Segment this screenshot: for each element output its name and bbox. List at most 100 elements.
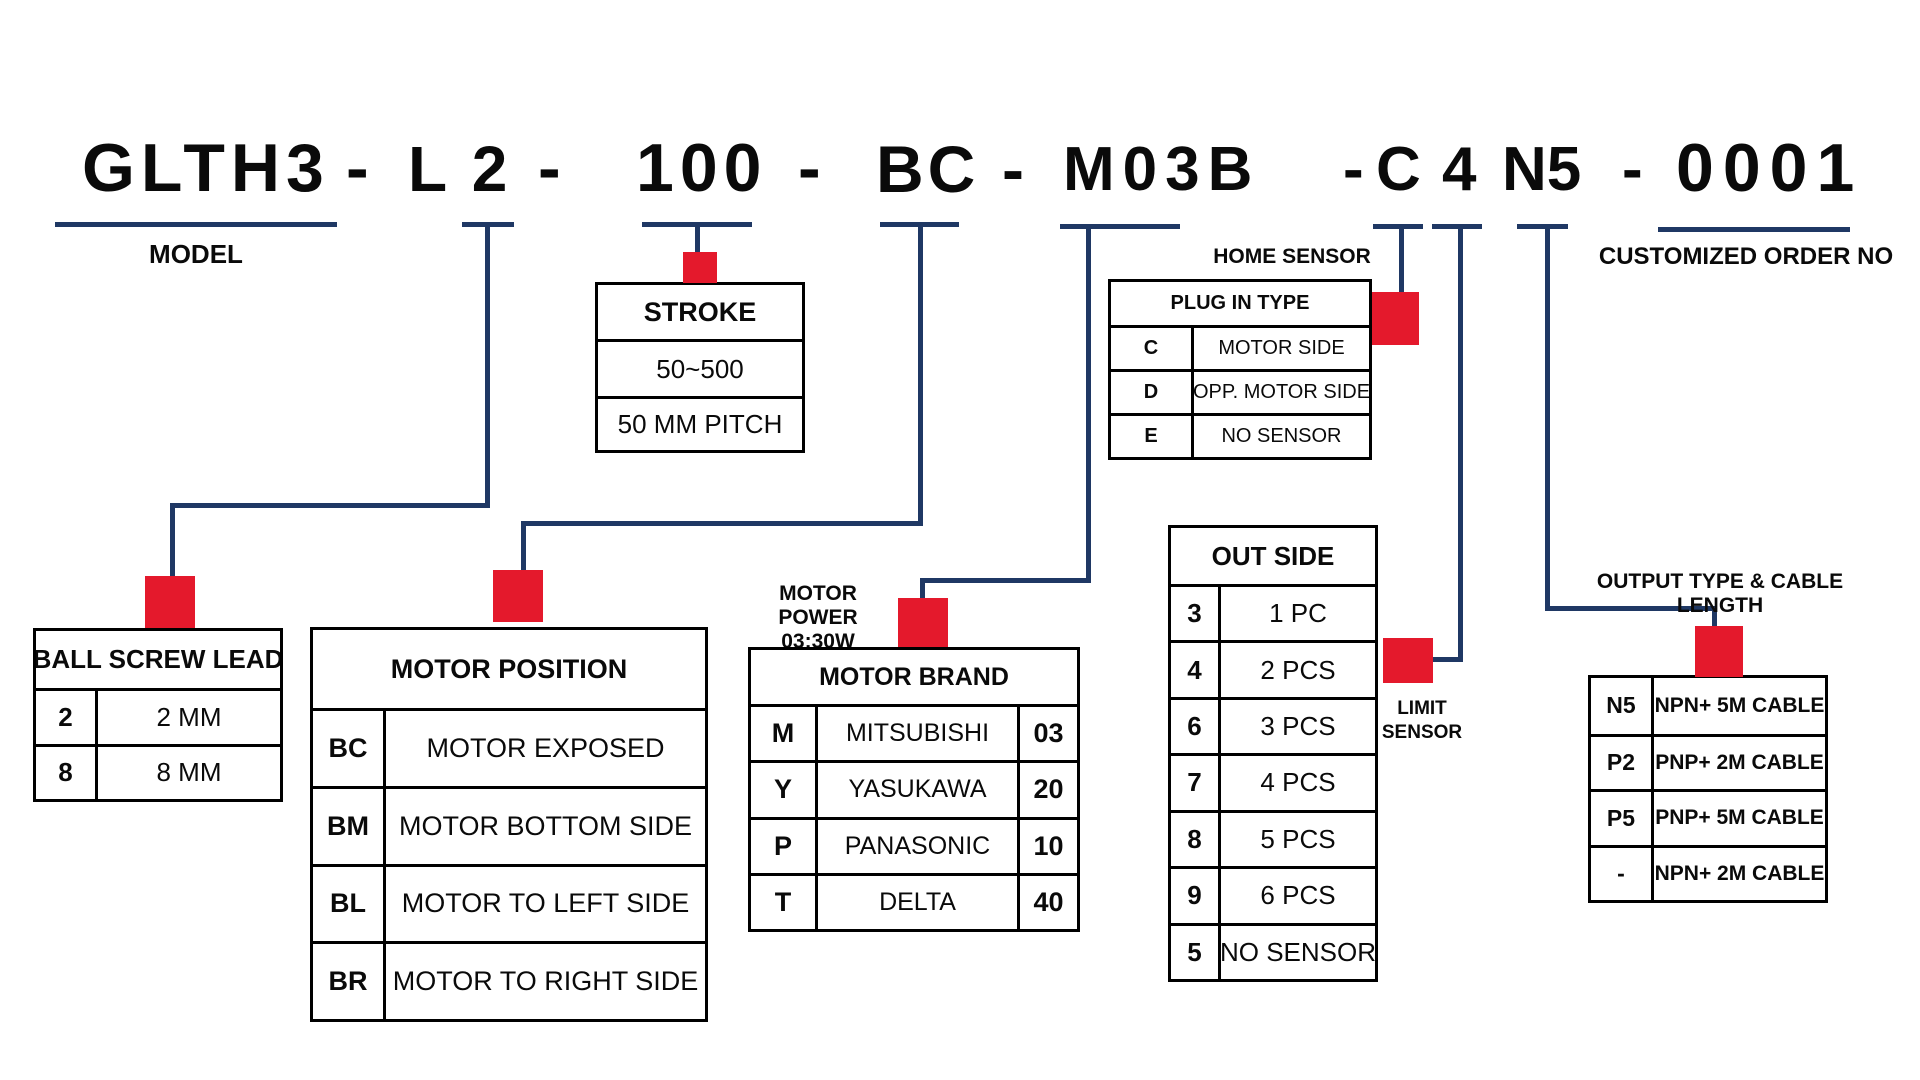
- row-desc: 2 PCS: [1218, 640, 1375, 697]
- output-cable-table: N5 NPN+ 5M CABLE P2 PNP+ 2M CABLE P5 PNP…: [1588, 675, 1828, 903]
- row-code: BL: [313, 863, 383, 942]
- row-desc: 5 PCS: [1218, 809, 1375, 867]
- code-part-stroke: 100: [636, 130, 768, 206]
- home-sensor-line: [1399, 224, 1404, 294]
- row-code: 9: [1171, 866, 1218, 922]
- row-desc: NO SENSOR: [1218, 922, 1375, 979]
- code-part-output: N5: [1502, 135, 1582, 204]
- row-power: 03: [1017, 704, 1077, 761]
- motor-power-label: MOTOR POWER 03:30W: [740, 582, 896, 654]
- plug-in-type-table: PLUG IN TYPE C MOTOR SIDE D OPP. MOTOR S…: [1108, 279, 1372, 460]
- ball-screw-lead-header: BALL SCREW LEAD: [36, 644, 280, 674]
- out-side-table: OUT SIDE 3 1 PC 4 2 PCS 6 3 PCS 7 4 PCS …: [1168, 525, 1378, 982]
- row-code: 4: [1171, 640, 1218, 696]
- row-code: BM: [313, 785, 383, 864]
- row-code: N5: [1606, 692, 1636, 719]
- row-code: 6: [1171, 696, 1218, 753]
- lead-marker: [145, 576, 195, 628]
- limit-line-horizontal: [1432, 657, 1462, 662]
- code-dash: -: [1622, 135, 1643, 204]
- row-power: 10: [1017, 816, 1077, 873]
- row-brand: PANASONIC: [815, 816, 1017, 873]
- motor-line-horizontal: [920, 578, 1091, 583]
- motor-position-table: MOTOR POSITION BC MOTOR EXPOSED BM MOTOR…: [310, 627, 708, 1022]
- position-line-horizontal: [521, 521, 923, 526]
- code-part-lead: L 2: [408, 133, 512, 205]
- stroke-marker: [683, 252, 717, 283]
- motor-tbar: [1060, 224, 1180, 229]
- position-line-vertical: [918, 222, 923, 526]
- row-desc: 8 MM: [95, 743, 280, 799]
- row-power: 40: [1017, 872, 1077, 929]
- model-label: MODEL: [149, 239, 243, 269]
- row-code: M: [751, 704, 815, 760]
- row-desc: NO SENSOR: [1191, 413, 1369, 457]
- position-marker: [493, 570, 543, 622]
- stroke-header: STROKE: [643, 296, 757, 327]
- row-desc: MOTOR SIDE: [1191, 325, 1369, 369]
- row-desc: MOTOR TO RIGHT SIDE: [383, 941, 705, 1019]
- row-desc: 1 PC: [1218, 584, 1375, 641]
- code-dash: -: [1343, 135, 1364, 204]
- lead-line-vertical: [485, 222, 490, 508]
- plug-in-type-header: PLUG IN TYPE: [1170, 292, 1310, 314]
- output-line-vertical: [1545, 224, 1550, 611]
- row-code: 2: [36, 688, 95, 744]
- out-side-header: OUT SIDE: [1211, 540, 1335, 571]
- row-code: C: [1111, 325, 1191, 369]
- motor-brand-table: MOTOR BRAND M MITSUBISHI 03 Y YASUKAWA 2…: [748, 647, 1080, 932]
- row-code: 7: [1171, 753, 1218, 809]
- output-type-label: OUTPUT TYPE & CABLE LENGTH: [1596, 570, 1844, 617]
- motor-power-line1: MOTOR POWER: [778, 582, 858, 630]
- order-no-label: CUSTOMIZED ORDER NO: [1598, 243, 1894, 270]
- position-line-drop: [521, 521, 526, 572]
- stroke-table: STROKE 50~500 50 MM PITCH: [595, 282, 805, 453]
- row-code: 5: [1171, 922, 1218, 979]
- limit-marker: [1383, 638, 1433, 683]
- stroke-pitch: 50 MM PITCH: [598, 396, 802, 450]
- home-sensor-marker: [1372, 292, 1419, 345]
- row-code: BC: [313, 708, 383, 786]
- order-no-underline: [1658, 227, 1850, 232]
- code-dash: -: [346, 130, 369, 206]
- row-desc: OPP. MOTOR SIDE: [1191, 369, 1369, 413]
- row-code: E: [1111, 413, 1191, 457]
- ball-screw-lead-table: BALL SCREW LEAD 2 2 MM 8 8 MM: [33, 628, 283, 802]
- row-desc: NPN+ 2M CABLE: [1651, 844, 1825, 900]
- stroke-range: 50~500: [598, 339, 802, 396]
- output-marker: [1695, 626, 1743, 677]
- row-code: T: [751, 872, 815, 929]
- row-brand: MITSUBISHI: [815, 704, 1017, 761]
- row-desc: 2 MM: [95, 688, 280, 744]
- code-dash: -: [1002, 132, 1024, 206]
- row-code: P5: [1591, 789, 1651, 845]
- code-part-position: BC: [876, 132, 980, 206]
- limit-line-vertical: [1458, 224, 1463, 662]
- row-desc: PNP+ 2M CABLE: [1651, 733, 1825, 789]
- home-sensor-tbar: [1373, 224, 1423, 229]
- row-code: 8: [1171, 809, 1218, 866]
- limit-sensor-label: LIMIT SENSOR: [1372, 697, 1472, 745]
- code-part-limit: 4: [1442, 135, 1477, 204]
- row-desc: 4 PCS: [1218, 753, 1375, 810]
- row-brand: YASUKAWA: [815, 760, 1017, 817]
- row-brand: DELTA: [815, 872, 1017, 929]
- code-dash: -: [798, 130, 821, 206]
- row-desc: PNP+ 5M CABLE: [1651, 789, 1825, 845]
- row-code: P: [751, 816, 815, 873]
- row-code: D: [1111, 369, 1191, 413]
- row-code: Y: [751, 760, 815, 816]
- motor-line-drop: [920, 578, 925, 600]
- row-code: P2: [1591, 733, 1651, 790]
- row-desc: MOTOR EXPOSED: [383, 708, 705, 786]
- motor-marker: [898, 598, 948, 647]
- code-part-model: GLTH3: [82, 130, 330, 206]
- code-part-motor: M03B: [1063, 135, 1261, 204]
- limit-sensor-line2: SENSOR: [1381, 721, 1463, 743]
- lead-line-drop: [170, 503, 175, 578]
- code-dash: -: [538, 130, 561, 206]
- motor-brand-header: MOTOR BRAND: [819, 662, 1009, 691]
- stroke-line-vertical: [695, 222, 700, 255]
- home-sensor-label: HOME SENSOR: [1213, 245, 1371, 268]
